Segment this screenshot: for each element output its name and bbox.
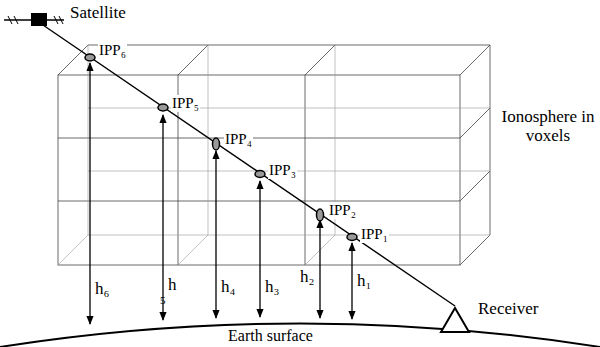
earth-surface xyxy=(0,324,600,347)
height-label: 5 xyxy=(160,294,166,306)
signal-ray xyxy=(40,23,455,306)
height-label: h₃ xyxy=(265,278,279,297)
height-arrows xyxy=(90,63,352,324)
region-label: Ionosphere in voxels xyxy=(500,108,596,145)
satellite-label: Satellite xyxy=(70,4,126,23)
height-label: h xyxy=(168,276,177,295)
ipp-label: IPP₃ xyxy=(268,162,297,179)
height-label: h₄ xyxy=(221,278,235,297)
ipp-markers xyxy=(85,54,357,241)
ipp-label: IPP₂ xyxy=(328,202,357,219)
voxel-grid xyxy=(58,45,490,265)
ipp-label: IPP₄ xyxy=(224,131,253,148)
satellite-symbol xyxy=(4,13,64,26)
ipp-label: IPP₅ xyxy=(171,95,200,112)
receiver-label: Receiver xyxy=(478,300,538,319)
height-label: h₂ xyxy=(300,268,314,287)
ipp-label: IPP₁ xyxy=(360,226,389,243)
earth-label: Earth surface xyxy=(228,327,313,345)
height-label: h₆ xyxy=(95,280,109,299)
ipp-label: IPP₆ xyxy=(98,42,127,59)
receiver-symbol xyxy=(441,308,469,332)
height-label: h₁ xyxy=(357,272,371,291)
